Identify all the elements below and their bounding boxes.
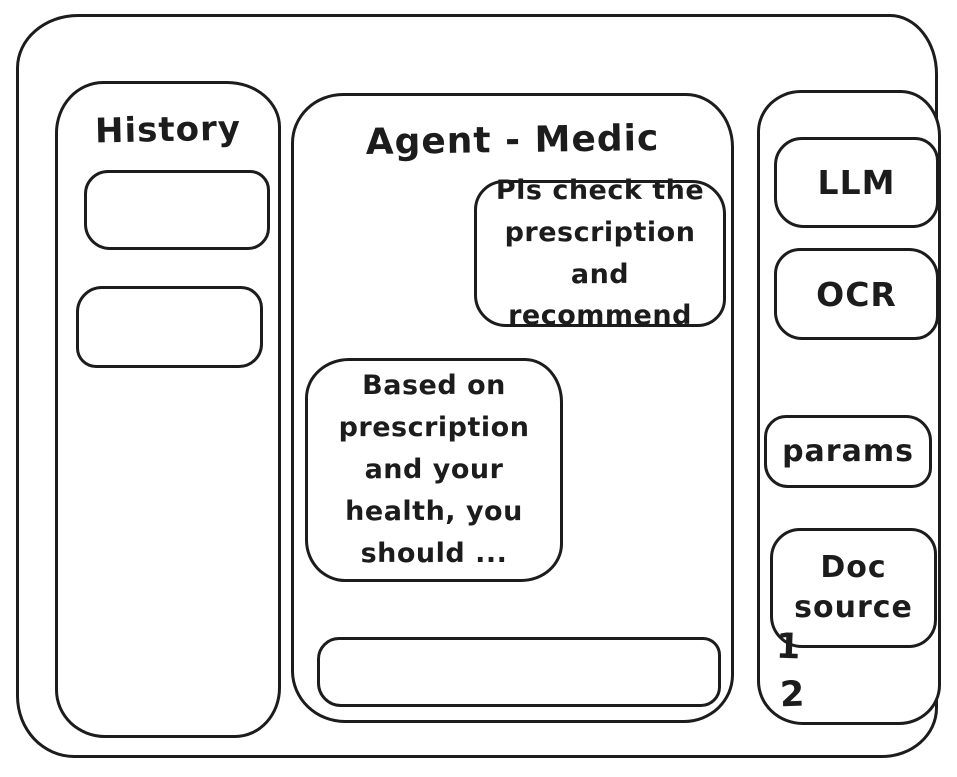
params-button[interactable]: params — [764, 415, 932, 488]
history-panel: History — [55, 81, 281, 738]
doc-source-button[interactable]: Doc source — [770, 528, 937, 648]
llm-button[interactable]: LLM — [774, 137, 939, 228]
ocr-button[interactable]: OCR — [774, 248, 939, 340]
doc-source-item-number: 1 — [775, 626, 802, 668]
chat-panel-title: Agent - Medic — [365, 117, 660, 164]
app-window-frame: History Agent - Medic Pls check the pres… — [16, 14, 941, 758]
history-item[interactable] — [76, 286, 263, 368]
history-item[interactable] — [84, 170, 270, 250]
tools-panel: LLM OCR params Doc source 1 2 — [757, 90, 941, 725]
history-panel-title: History — [94, 108, 242, 152]
agent-message-bubble: Based on prescription and your health, y… — [305, 358, 563, 582]
doc-source-item-number: 2 — [779, 674, 806, 716]
chat-panel: Agent - Medic Pls check the prescription… — [291, 93, 734, 723]
chat-message-input[interactable] — [317, 637, 721, 707]
user-message-bubble: Pls check the prescription and recommend — [474, 175, 726, 331]
